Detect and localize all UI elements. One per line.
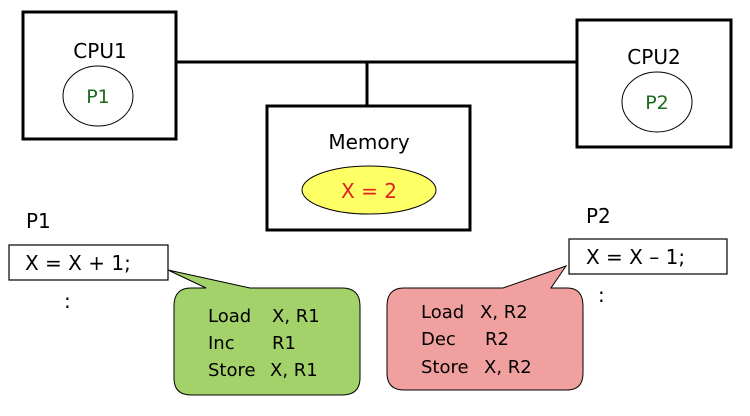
cpu2-label: CPU2 — [627, 45, 680, 69]
memory-value: X = 2 — [341, 179, 397, 203]
p1-instr-1-op: Inc — [208, 333, 235, 354]
p2-callout — [386, 265, 584, 391]
p1-instr-2-args: X, R1 — [270, 360, 318, 381]
p2-statement-box — [568, 238, 728, 275]
p2-instr-0-args: X, R2 — [480, 302, 528, 323]
p1-statement-box — [8, 244, 169, 281]
p1-callout — [167, 269, 361, 396]
p1-instr-1-args: R1 — [272, 333, 296, 354]
memory-box: Memory X = 2 — [265, 104, 472, 232]
p2-instr-1-args: R2 — [485, 329, 509, 350]
p1-statement: X = X + 1; — [25, 251, 131, 275]
p2-instr-0-op: Load — [421, 302, 464, 323]
process-p2-ellipse — [621, 71, 693, 133]
process-p2-label: P2 — [645, 92, 669, 114]
process-p1-ellipse — [62, 65, 134, 127]
p2-title: P2 — [586, 204, 611, 228]
p2-statement: X = X – 1; — [586, 245, 685, 269]
p1-instr-0-args: X, R1 — [272, 306, 320, 327]
p2-instr-2-op: Store — [421, 357, 469, 378]
p1-instr-0-op: Load — [208, 306, 251, 327]
p2-continuation: : — [598, 283, 605, 307]
p2-instr-2-args: X, R2 — [484, 357, 532, 378]
p1-instr-2-op: Store — [208, 360, 256, 381]
cpu2-box: CPU2 P2 — [575, 18, 733, 149]
p1-title: P1 — [26, 209, 51, 233]
cpu1-box: CPU1 P1 — [21, 10, 178, 141]
memory-value-ellipse — [301, 165, 437, 215]
process-p1-label: P1 — [86, 86, 110, 108]
p1-continuation: : — [64, 289, 71, 313]
memory-label: Memory — [328, 130, 410, 154]
cpu1-label: CPU1 — [73, 39, 126, 63]
p2-instr-1-op: Dec — [421, 329, 456, 350]
